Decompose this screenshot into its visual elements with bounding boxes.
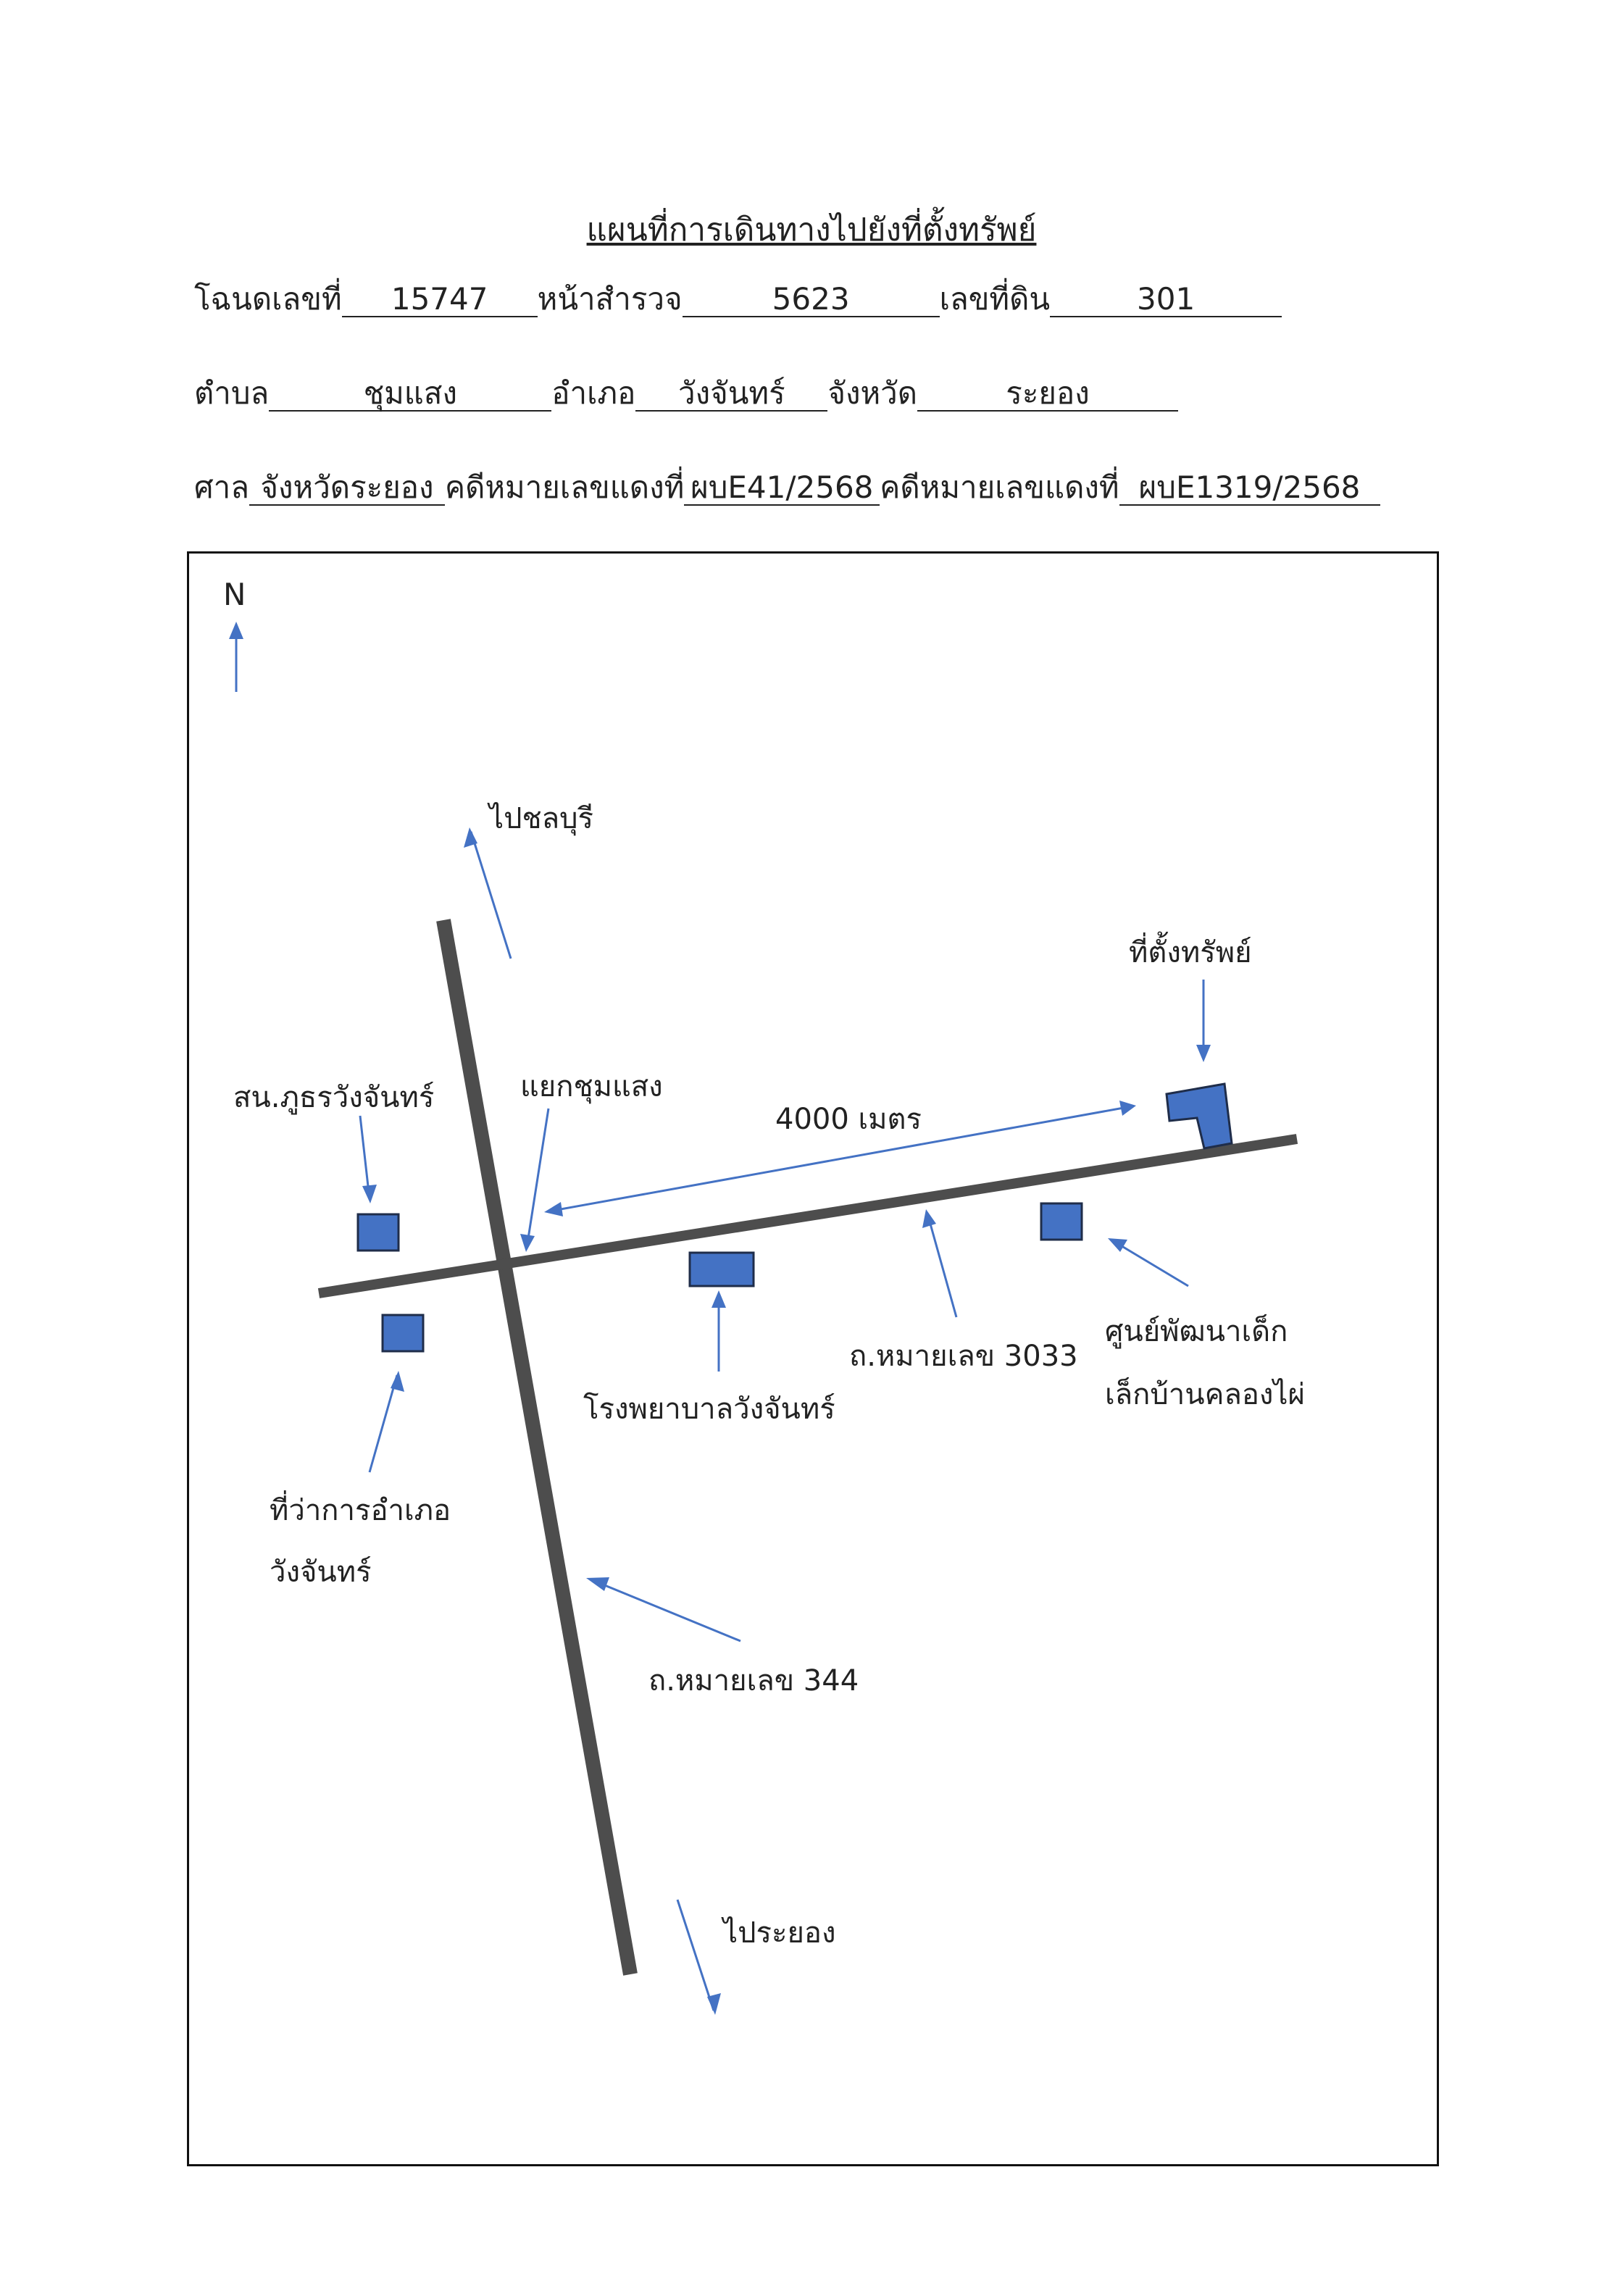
district-office-building-icon <box>381 1314 425 1353</box>
junction-arrowhead-icon <box>520 1234 535 1252</box>
child-center-arrowhead-icon <box>1108 1238 1127 1252</box>
to-rayong-label: ไประยอง <box>723 1916 836 1950</box>
property-location-label: ที่ตั้งทรัพย์ <box>1129 936 1252 969</box>
case-number-2: ผบE1319/2568 <box>1119 472 1380 506</box>
road-3033-arrow-icon <box>926 1213 958 1318</box>
subdistrict-label: ตำบล <box>194 375 270 411</box>
case-label-2: คดีหมายเลขแดงที่ <box>880 469 1119 505</box>
map-frame <box>187 551 1439 2166</box>
to-chonburi-label: ไปชลบุรี <box>489 802 594 835</box>
district-office-arrow-icon <box>368 1374 399 1473</box>
deed-label: โฉนดเลขที่ <box>194 281 342 317</box>
road-3033 <box>317 1134 1298 1298</box>
road-344 <box>436 919 638 1976</box>
to-rayong-arrowhead-icon <box>707 1993 721 2015</box>
road-344-arrow-icon <box>590 1578 741 1642</box>
to-chonburi-arrowhead-icon <box>464 827 477 848</box>
police-arrow-icon <box>359 1115 371 1200</box>
police-arrowhead-icon <box>362 1185 377 1203</box>
hospital-building-icon <box>688 1251 755 1287</box>
hospital-label: โรงพยาบาลวังจันทร์ <box>583 1393 835 1426</box>
court-line: ศาลจังหวัดระยองคดีหมายเลขแดงที่ผบE41/256… <box>194 472 1380 506</box>
district-label: อำเภอ <box>551 375 636 411</box>
road-3033-label: ถ.หมายเลข 3033 <box>849 1340 1078 1373</box>
case-label-1: คดีหมายเลขแดงที่ <box>444 469 685 505</box>
child-center-arrow-icon <box>1111 1239 1189 1287</box>
north-arrowhead-icon <box>229 622 243 639</box>
distance-arrow-icon <box>548 1105 1132 1213</box>
police-station-label: สน.ภูธรวังจันทร์ <box>233 1081 435 1114</box>
province-label: จังหวัด <box>827 375 918 411</box>
child-center-label-1: ศูนย์พัฒนาเด็ก <box>1105 1315 1288 1348</box>
district-office-label-1: ที่ว่าการอำเภอ <box>270 1494 451 1527</box>
junction-label: แยกชุมแสง <box>520 1070 663 1103</box>
deed-number: 15747 <box>341 284 538 317</box>
property-arrowhead-icon <box>1196 1045 1211 1062</box>
land-number: 301 <box>1050 284 1282 317</box>
distance-arrowhead-start-icon <box>544 1202 563 1216</box>
location-line: ตำบลชุมแสงอำเภอวังจันทร์จังหวัดระยอง <box>194 375 1179 412</box>
property-building-icon <box>1165 1082 1233 1150</box>
district-office-label-2: วังจันทร์ <box>270 1556 372 1589</box>
child-center-label-2: เล็กบ้านคลองไผ่ <box>1105 1378 1305 1411</box>
district-value: วังจันทร์ <box>635 378 828 412</box>
to-chonburi-arrow-icon <box>470 831 512 959</box>
court-label: ศาล <box>194 469 249 505</box>
subdistrict-value: ชุมแสง <box>269 378 552 412</box>
distance-label: 4000 เมตร <box>775 1103 922 1136</box>
survey-label: หน้าสำรวจ <box>537 281 683 317</box>
road-3033-arrowhead-icon <box>922 1209 936 1228</box>
court-value: จังหวัดระยอง <box>249 472 445 506</box>
police-station-building-icon <box>356 1213 400 1252</box>
province-value: ระยอง <box>917 378 1179 412</box>
road-344-arrowhead-icon <box>586 1577 609 1591</box>
child-center-building-icon <box>1040 1202 1083 1241</box>
road-344-label: ถ.หมายเลข 344 <box>648 1664 859 1698</box>
survey-number: 5623 <box>682 284 940 317</box>
hospital-arrowhead-icon <box>712 1290 726 1308</box>
land-label: เลขที่ดิน <box>939 281 1051 317</box>
page-title: แผนที่การเดินทางไปยังที่ตั้งทรัพย์ <box>586 212 1037 249</box>
distance-arrowhead-end-icon <box>1119 1101 1136 1116</box>
north-label: N <box>223 577 246 612</box>
to-rayong-arrow-icon <box>676 1899 715 2011</box>
case-number-1: ผบE41/2568 <box>684 472 880 506</box>
district-office-arrowhead-icon <box>391 1371 404 1392</box>
junction-arrow-icon <box>525 1108 550 1248</box>
